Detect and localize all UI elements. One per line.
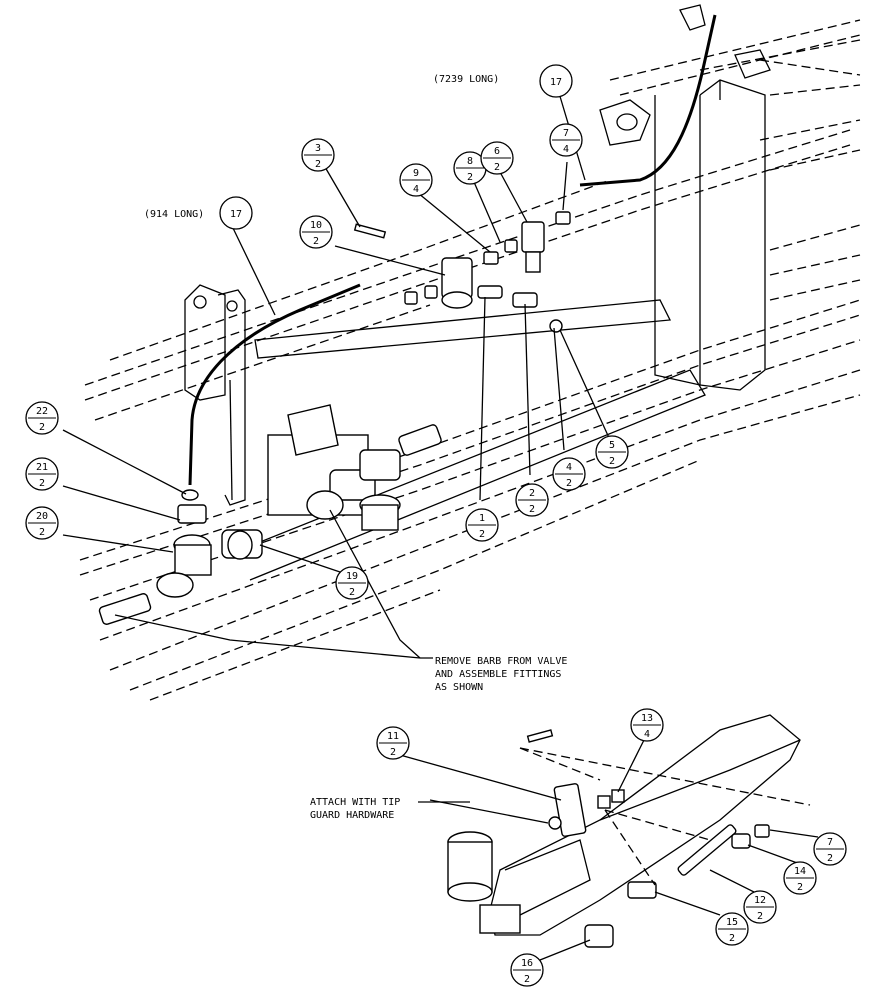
balloon-quantity: 2 (349, 587, 355, 598)
balloon-item-9: 49 (399, 163, 433, 197)
balloon-quantity: 2 (39, 478, 45, 489)
balloon-item-13: 413 (630, 708, 664, 742)
balloon-item-6: 26 (480, 141, 514, 175)
balloon-item-number: 2 (529, 488, 535, 499)
balloon-item-number: 5 (609, 440, 615, 451)
balloon-item-5: 25 (595, 435, 629, 469)
balloon-item-22: 222 (25, 401, 59, 435)
balloon-item-17: 17 (539, 64, 573, 98)
balloon-quantity: 4 (413, 184, 419, 195)
balloon-quantity: 2 (524, 974, 530, 985)
balloon-item-number: 7 (563, 128, 569, 139)
balloon-item-number: 16 (521, 958, 533, 969)
balloon-item-20: 220 (25, 506, 59, 540)
balloon-quantity: 2 (566, 478, 572, 489)
balloon-item-number: 17 (550, 77, 562, 88)
balloon-quantity: 2 (609, 456, 615, 467)
balloon-item-number: 8 (467, 156, 473, 167)
balloon-item-17: 17 (219, 196, 253, 230)
boom-frame (79, 4, 861, 701)
balloon-quantity: 2 (797, 882, 803, 893)
balloon-item-19: 219 (335, 566, 369, 600)
balloon-item-number: 22 (36, 406, 48, 417)
note-attach-line2: GUARD HARDWARE (310, 810, 394, 821)
balloon-item-21: 221 (25, 457, 59, 491)
balloon-item-number: 10 (310, 220, 322, 231)
balloon-item-number: 19 (346, 571, 358, 582)
balloon-circle (539, 64, 573, 98)
hoses (188, 14, 717, 486)
balloon-item-number: 17 (230, 209, 242, 220)
balloon-item-15: 215 (715, 912, 749, 946)
notes: (7239 LONG) (914 LONG) REMOVE BARB FROM … (144, 74, 567, 821)
balloon-item-number: 13 (641, 713, 653, 724)
note-attach-line1: ATTACH WITH TIP (310, 797, 400, 808)
balloon-item-4: 24 (552, 457, 586, 491)
balloon-quantity: 4 (644, 729, 650, 740)
balloon-item-14: 214 (783, 861, 817, 895)
note-remove-barb-line3: AS SHOWN (435, 682, 483, 693)
balloon-quantity: 2 (827, 853, 833, 864)
valve-assembly (98, 404, 442, 625)
balloon-quantity: 2 (315, 159, 321, 170)
balloon-item-number: 4 (566, 462, 572, 473)
balloon-item-number: 21 (36, 462, 48, 473)
balloon-item-number: 1 (479, 513, 485, 524)
balloon-item-number: 9 (413, 168, 419, 179)
balloon-item-11: 211 (376, 726, 410, 760)
balloon-quantity: 2 (39, 527, 45, 538)
balloon-item-2: 22 (515, 483, 549, 517)
balloon-item-number: 3 (315, 143, 321, 154)
balloon-quantity: 2 (39, 422, 45, 433)
tip-guard-detail (447, 714, 811, 948)
balloon-quantity: 2 (729, 933, 735, 944)
balloon-quantity: 4 (563, 144, 569, 155)
balloon-item-number: 20 (36, 511, 48, 522)
balloon-item-8: 28 (453, 151, 487, 185)
balloon-quantity: 2 (467, 172, 473, 183)
note-hose-length-top: (7239 LONG) (433, 74, 499, 85)
balloon-item-3: 23 (301, 138, 335, 172)
balloon-item-number: 11 (387, 731, 399, 742)
balloon-item-10: 210 (299, 215, 333, 249)
balloon-item-16: 216 (510, 953, 544, 987)
note-remove-barb-line2: AND ASSEMBLE FITTINGS (435, 669, 561, 680)
balloon-circle (219, 196, 253, 230)
balloon-item-1: 21 (465, 508, 499, 542)
balloon-item-number: 7 (827, 837, 833, 848)
leader-lines (62, 92, 819, 961)
balloon-item-7: 27 (813, 832, 847, 866)
note-remove-barb-line1: REMOVE BARB FROM VALVE (435, 656, 567, 667)
balloon-item-number: 12 (754, 895, 766, 906)
balloon-quantity: 2 (529, 504, 535, 515)
balloon-item-12: 212 (743, 890, 777, 924)
balloon-quantity: 2 (757, 911, 763, 922)
note-hose-length-left: (914 LONG) (144, 209, 204, 220)
balloon-item-number: 14 (794, 866, 806, 877)
balloon-item-number: 15 (726, 917, 738, 928)
balloon-quantity: 2 (390, 747, 396, 758)
balloon-item-number: 6 (494, 146, 500, 157)
balloon-quantity: 2 (313, 236, 319, 247)
upper-fittings (353, 211, 571, 333)
balloon-item-7: 47 (549, 123, 583, 157)
balloon-quantity: 2 (479, 529, 485, 540)
balloon-quantity: 2 (494, 162, 500, 173)
